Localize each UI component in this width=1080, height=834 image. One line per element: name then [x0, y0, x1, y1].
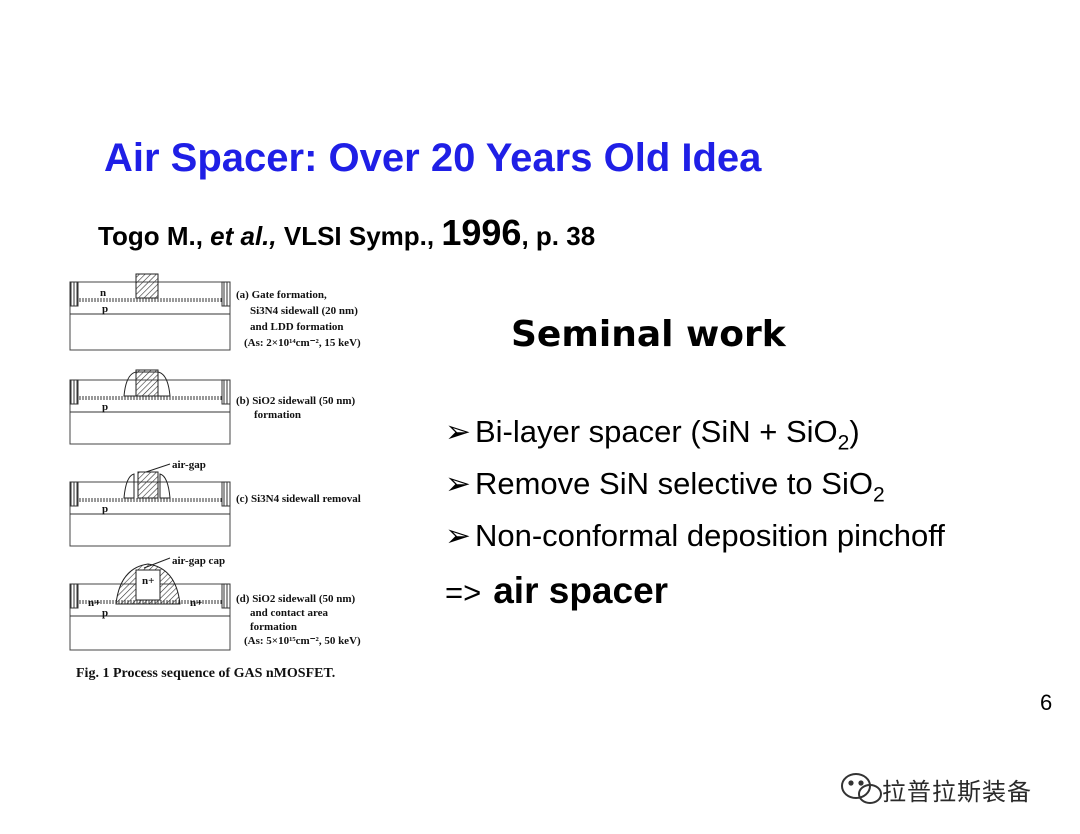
conclusion-text: air spacer: [493, 570, 669, 611]
ref-etal: et al.,: [210, 221, 277, 251]
panel-label: (a) Gate formation,: [236, 289, 327, 301]
bullet-text: Bi-layer spacer (SiN + SiO: [474, 414, 838, 449]
conclusion-arrow: =>: [445, 575, 482, 610]
panel-label: and contact area: [250, 607, 329, 619]
ref-venue: VLSI Symp.,: [276, 221, 442, 251]
arrow-bullet-icon: ➢: [445, 518, 471, 553]
bullet-text-end: ): [849, 414, 860, 449]
arrow-bullet-icon: ➢: [445, 466, 471, 501]
wechat-icon: [841, 773, 882, 804]
reference-citation: Togo M., et al., VLSI Symp., 1996, p. 38: [98, 212, 595, 254]
region-label: p: [102, 303, 108, 315]
process-sequence-figure: n p (a) Gate formation, Si3N4 sidewall (…: [69, 273, 361, 651]
watermark-text: 拉普拉斯装备: [882, 778, 1032, 806]
panel-label: (As: 2×10¹⁴cm⁻², 15 keV): [244, 337, 361, 349]
panel-b: p (b) SiO2 sidewall (50 nm) formation: [69, 369, 356, 445]
air-gap-callout: air-gap: [172, 459, 206, 471]
bullet-subscript: 2: [837, 431, 850, 455]
panel-label: (b) SiO2 sidewall (50 nm): [236, 395, 356, 407]
panel-label: formation: [254, 409, 301, 421]
region-label: p: [102, 503, 108, 515]
panel-a: n p (a) Gate formation, Si3N4 sidewall (…: [69, 273, 361, 351]
panel-label: and LDD formation: [250, 321, 344, 333]
region-label: n: [100, 287, 106, 299]
panel-c: air-gap p (c) Si3N4 sidewall removal: [69, 459, 361, 547]
bullet-item: ➢Remove SiN selective to SiO2: [445, 466, 885, 505]
panel-label: formation: [250, 621, 297, 633]
panel-label: (c) Si3N4 sidewall removal: [236, 493, 361, 505]
page-number: 6: [1040, 690, 1053, 715]
arrow-bullet-icon: ➢: [445, 414, 471, 449]
region-label: p: [102, 607, 108, 619]
ref-authors: Togo M.,: [98, 221, 211, 251]
bullet-text: Remove SiN selective to SiO: [474, 466, 873, 501]
region-label: p: [102, 401, 108, 413]
panel-label: (As: 5×10¹⁵cm⁻², 50 keV): [244, 635, 361, 647]
watermark: [841, 773, 882, 804]
bullet-subscript: 2: [872, 483, 885, 507]
bullet-item: ➢Bi-layer spacer (SiN + SiO2): [445, 414, 860, 453]
region-label: n+: [190, 597, 202, 609]
bullet-text: Non-conformal deposition pinchoff: [474, 518, 945, 553]
panel-d: air-gap cap n+ n+ n+ p (d) SiO2 sidewall…: [69, 555, 361, 651]
slide-title: Air Spacer: Over 20 Years Old Idea: [104, 136, 762, 180]
section-heading: Seminal work: [511, 314, 786, 355]
region-label: n+: [88, 597, 100, 609]
bullet-item: ➢Non-conformal deposition pinchoff: [445, 518, 945, 554]
panel-label: Si3N4 sidewall (20 nm): [250, 305, 358, 317]
figure-caption: Fig. 1 Process sequence of GAS nMOSFET.: [76, 666, 336, 681]
conclusion-line: => air spacer: [445, 570, 668, 612]
air-gap-cap-callout: air-gap cap: [172, 555, 225, 567]
region-label: n+: [142, 575, 154, 587]
ref-year: 1996: [441, 212, 522, 253]
panel-label: (d) SiO2 sidewall (50 nm): [236, 593, 356, 605]
ref-page: , p. 38: [521, 221, 596, 251]
